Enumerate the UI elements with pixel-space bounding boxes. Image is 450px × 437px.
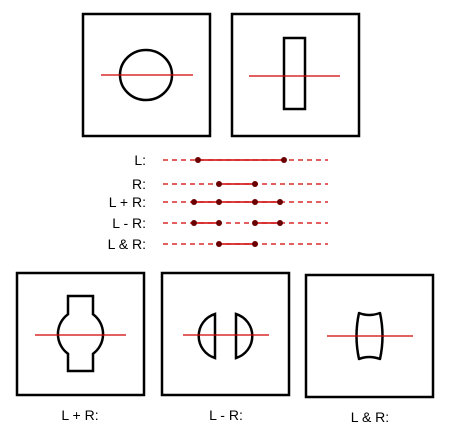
panel-union	[15, 271, 146, 397]
row-label: R:	[132, 176, 146, 192]
rectangle-shape	[282, 36, 307, 111]
row-label: L & R:	[108, 236, 146, 252]
row-endpoint	[252, 220, 258, 226]
row-label: L + R:	[109, 194, 146, 210]
panel-frame	[230, 12, 361, 138]
caption-union: L + R:	[61, 407, 98, 423]
row-endpoint	[216, 199, 222, 205]
row-endpoint	[252, 241, 258, 247]
panel-l-circle	[81, 12, 212, 138]
row-endpoint	[252, 199, 258, 205]
row-endpoint	[277, 199, 283, 205]
panel-difference	[160, 271, 291, 397]
panel-frame	[81, 12, 212, 138]
panel-r-rectangle	[230, 12, 361, 138]
interval-row-difference: L - R:	[112, 215, 328, 231]
row-endpoint	[252, 181, 258, 187]
intersection-shape	[355, 311, 384, 361]
row-endpoint	[191, 220, 197, 226]
interval-row-l: L:	[134, 152, 328, 168]
difference-right-piece	[234, 312, 254, 360]
panel-frame	[304, 273, 435, 399]
difference-left-piece	[197, 312, 217, 360]
row-endpoint	[216, 241, 222, 247]
row-endpoint	[277, 220, 283, 226]
row-label: L - R:	[112, 215, 146, 231]
interval-rows: L: R: L + R: L - R:	[108, 152, 328, 252]
row-label: L:	[134, 152, 146, 168]
caption-difference: L - R:	[209, 407, 243, 423]
panel-frame	[15, 271, 146, 397]
row-endpoint	[191, 199, 197, 205]
row-endpoint	[281, 157, 287, 163]
interval-row-union: L + R:	[109, 194, 328, 210]
interval-row-r: R:	[132, 176, 328, 192]
row-endpoint	[216, 181, 222, 187]
caption-intersection: L & R:	[351, 409, 389, 425]
panel-intersection	[304, 273, 435, 399]
row-endpoint	[216, 220, 222, 226]
interval-row-intersection: L & R:	[108, 236, 328, 252]
panel-frame	[160, 271, 291, 397]
union-shape	[56, 294, 105, 373]
row-endpoint	[195, 157, 201, 163]
